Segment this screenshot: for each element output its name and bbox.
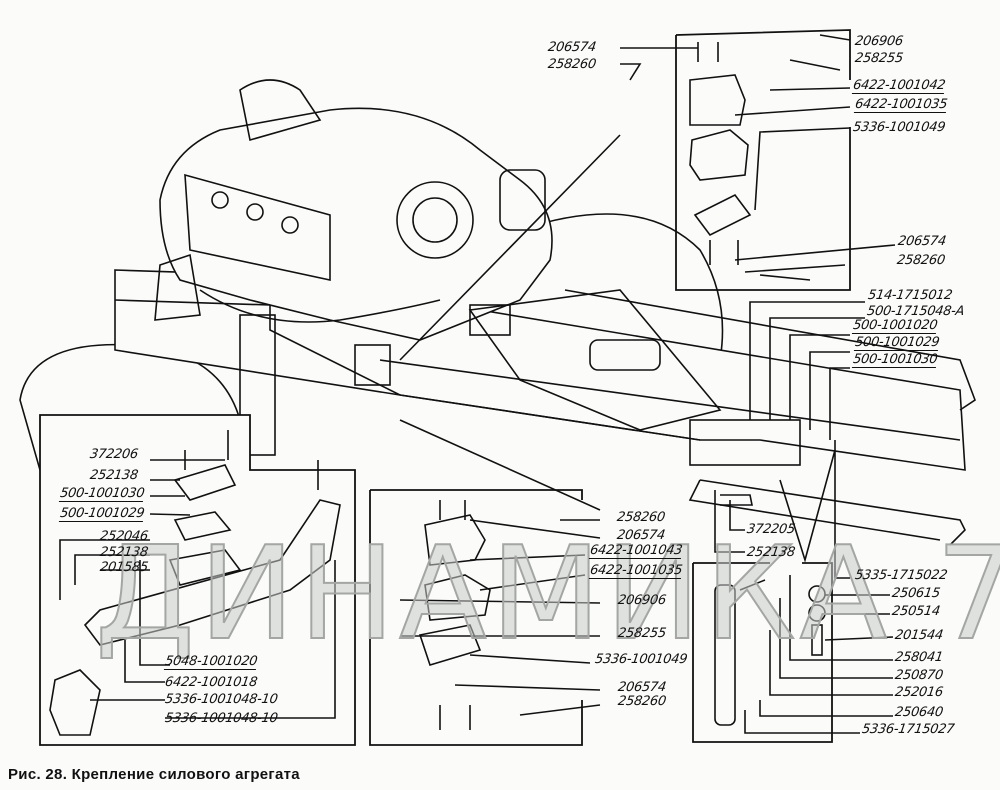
part-label: 6422-1001035 xyxy=(853,97,949,113)
part-label: 500-1001029 xyxy=(853,335,941,351)
part-label: 500-1001029 xyxy=(58,506,146,522)
top-right-panel xyxy=(399,29,896,361)
part-label: 5336-1001049 xyxy=(851,120,947,135)
part-label: 500-1715048-А xyxy=(865,304,966,319)
part-label: 206906 xyxy=(853,34,904,49)
figure-caption: Рис. 28. Крепление силового агрегата xyxy=(8,766,300,783)
part-label: 250615 xyxy=(890,586,941,601)
right-bolt-panel xyxy=(692,440,894,743)
part-label: 252016 xyxy=(893,685,944,700)
part-label: 500-1001030 xyxy=(58,486,146,502)
part-label: 5336-1001048-10 xyxy=(163,711,279,726)
part-label: 206906 xyxy=(616,593,667,608)
part-label: 5335-1715022 xyxy=(853,568,949,583)
part-label: 258041 xyxy=(893,650,944,665)
part-label: 252138 xyxy=(745,545,796,560)
part-label: 6422-1001035 xyxy=(588,563,684,579)
part-label: 500-1001020 xyxy=(851,318,939,334)
watermark: ДИНАМИКА 76 xyxy=(94,519,1000,670)
frame-leaders xyxy=(749,301,865,440)
part-label: 5336-1715027 xyxy=(860,722,956,737)
part-label: 206574 xyxy=(615,528,666,543)
left-panel xyxy=(39,414,356,746)
part-label: 250870 xyxy=(893,668,944,683)
part-label: 258260 xyxy=(895,253,946,268)
part-label: 252138 xyxy=(98,545,149,560)
part-label: 258260 xyxy=(616,694,667,709)
part-label: 201585 xyxy=(98,560,149,575)
part-label: 258255 xyxy=(853,51,904,66)
engine xyxy=(154,79,801,466)
part-label: 372205 xyxy=(745,522,796,537)
part-label: 5336-1001049 xyxy=(593,652,689,667)
part-label: 258255 xyxy=(616,626,667,641)
part-label: 252138 xyxy=(88,468,139,483)
part-label: 6422-1001018 xyxy=(163,675,259,690)
part-label: 372206 xyxy=(88,447,139,462)
part-label: 206574 xyxy=(896,234,947,249)
part-label: 5048-1001020 xyxy=(163,654,259,670)
part-label: 252046 xyxy=(98,529,149,544)
part-label: 258260 xyxy=(546,57,597,72)
middle-panel xyxy=(369,419,601,746)
part-label: 6422-1001043 xyxy=(588,543,684,559)
part-label: 250640 xyxy=(893,705,944,720)
part-label: 500-1001030 xyxy=(851,352,939,368)
part-label: 250514 xyxy=(890,604,941,619)
part-label: 258260 xyxy=(615,510,666,525)
part-label: 6422-1001042 xyxy=(851,78,947,94)
part-label: 5336-1001048-10 xyxy=(163,692,279,707)
part-label: 201544 xyxy=(893,628,944,643)
part-label: 206574 xyxy=(616,680,667,695)
part-label: 514-1715012 xyxy=(866,288,954,303)
part-label: 206574 xyxy=(546,40,597,55)
